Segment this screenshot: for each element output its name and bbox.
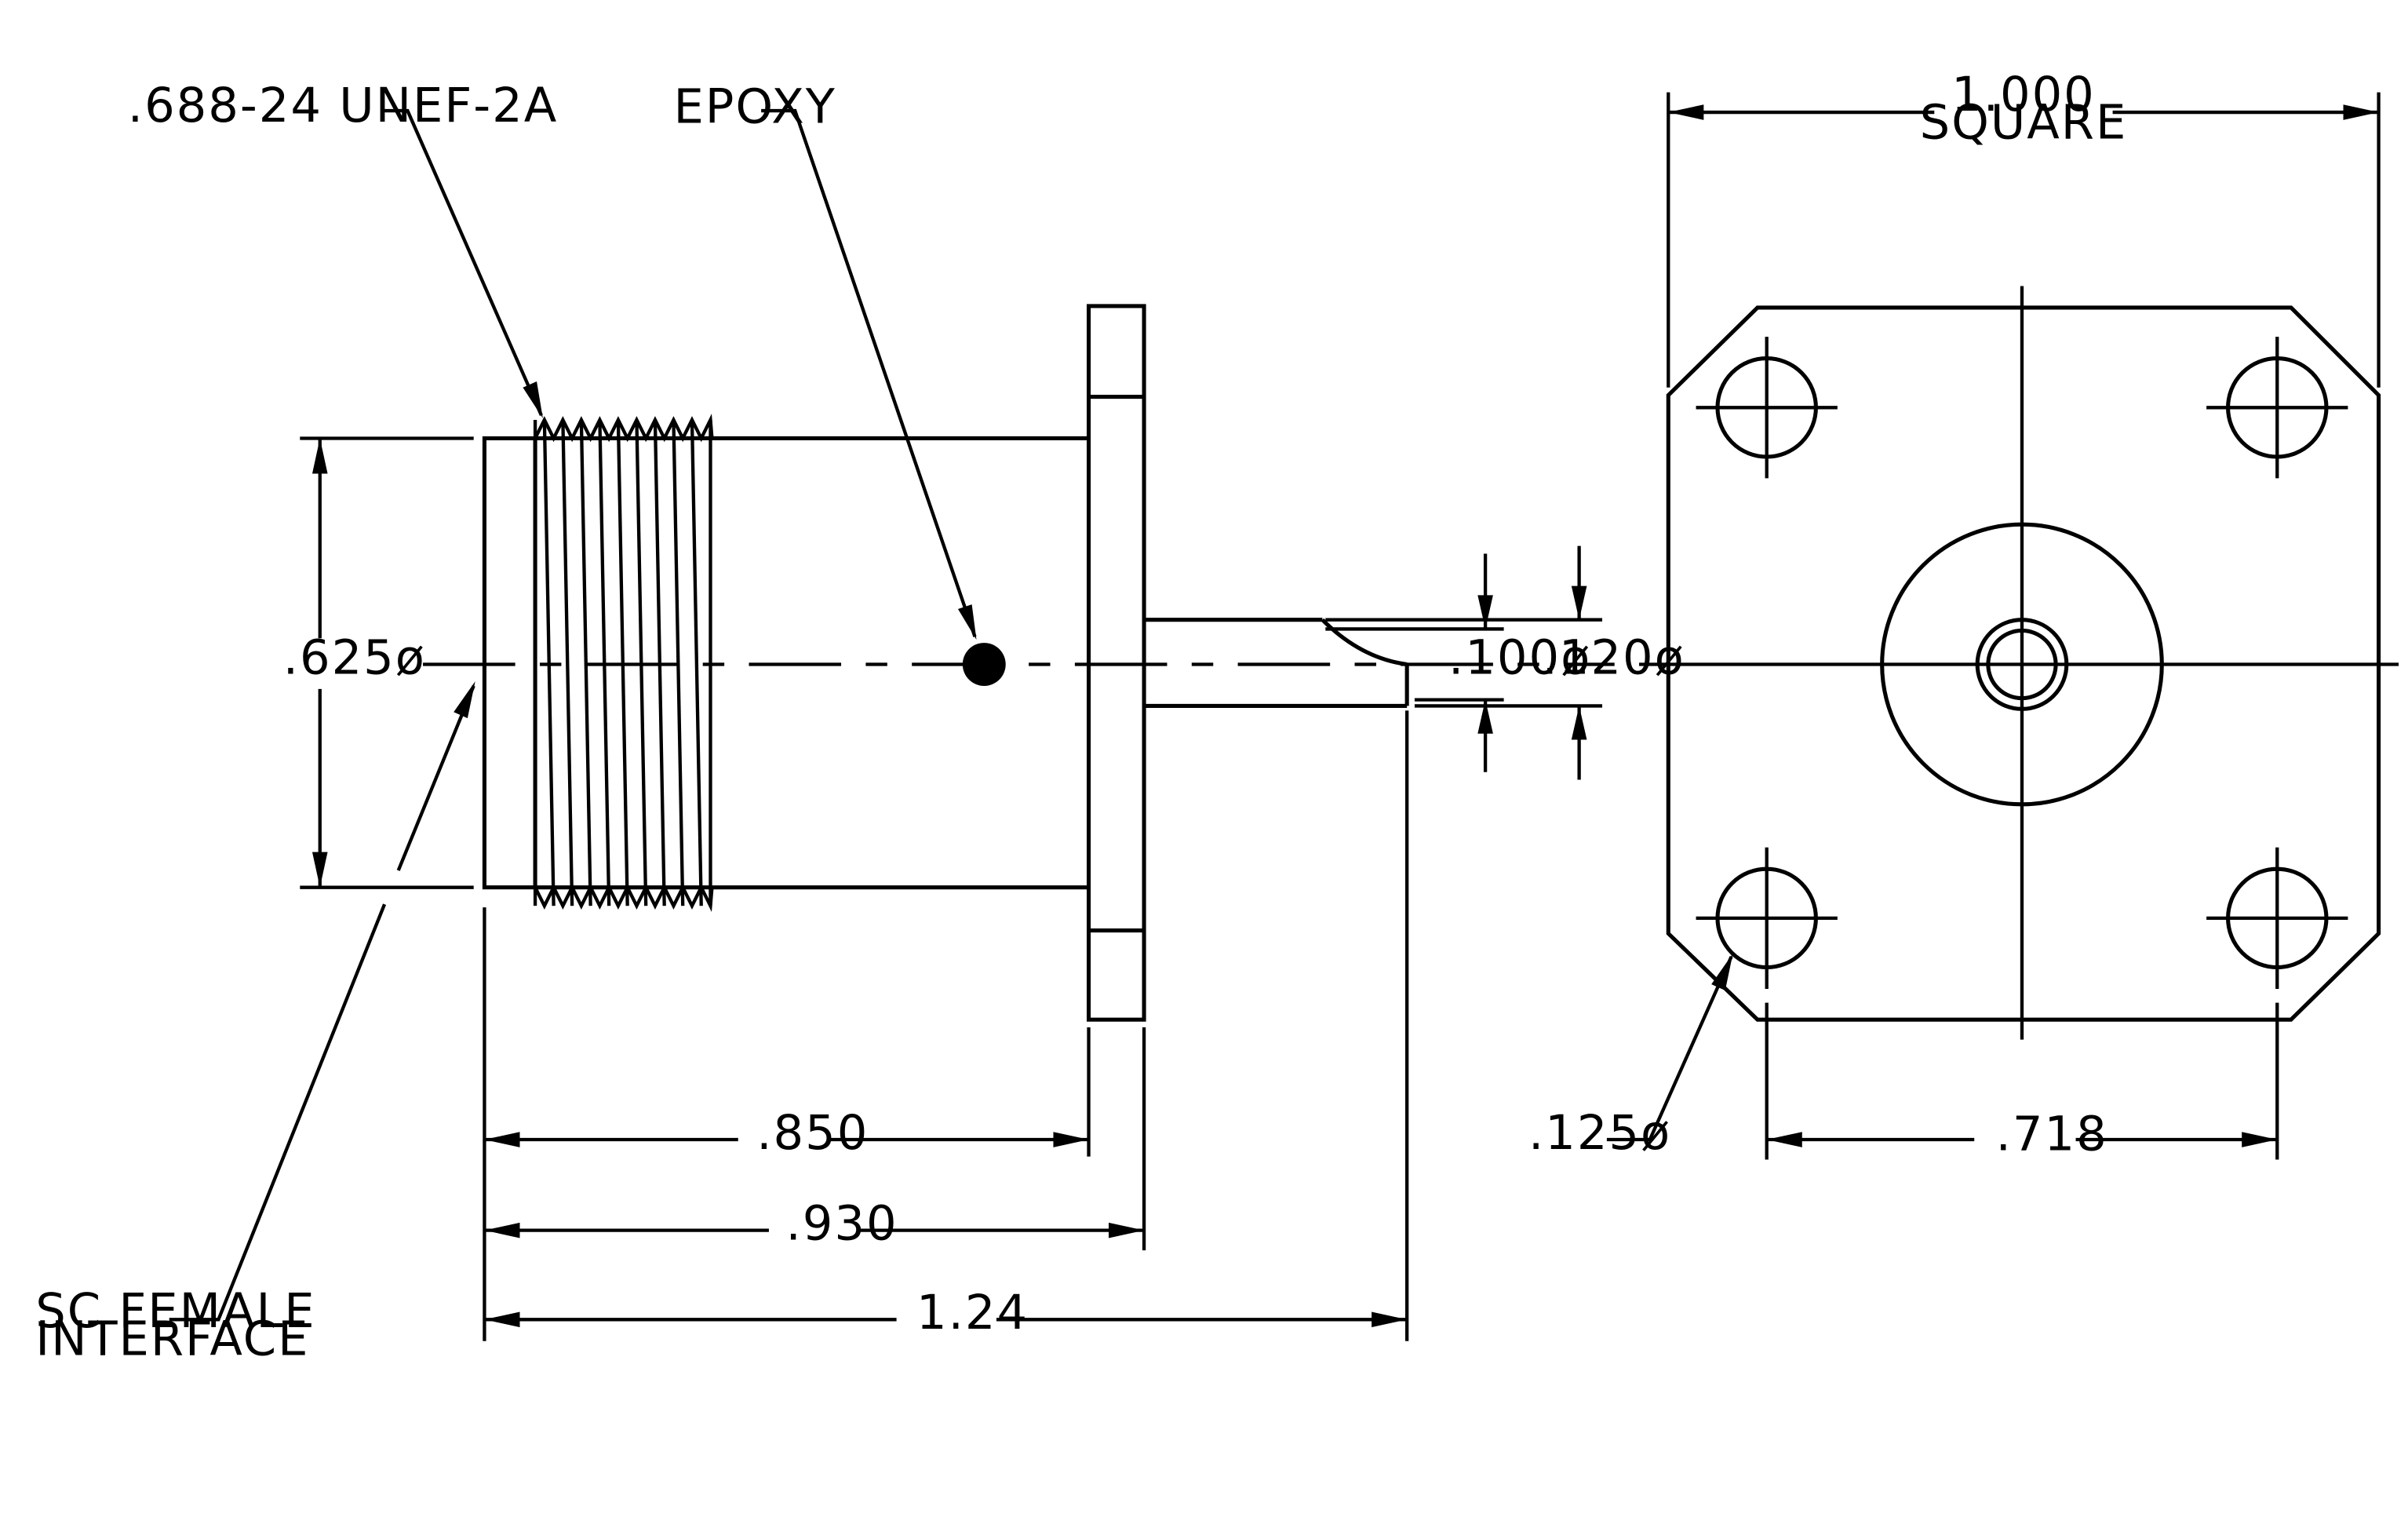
pin-diameter-120-label: .120ø: [1543, 630, 1685, 685]
side-view: [169, 108, 1615, 1341]
pin-dim-lines: [1325, 545, 1603, 780]
thread-spec-label: .688-24 UNEF-2A: [128, 78, 558, 133]
hole-spacing-dim: [1765, 1002, 2279, 1160]
flange-outline: [1666, 305, 2381, 1022]
pin-outer-ring: [1975, 618, 2069, 711]
thread-section: [533, 414, 714, 913]
mount-hole-tl: [1696, 337, 1838, 479]
dim-930-label: .930: [786, 1196, 898, 1251]
hole-diameter-label: .125ø: [1528, 1106, 1671, 1161]
leaders-side: [169, 108, 977, 1322]
hole-dia-leader: [1606, 953, 1733, 1142]
epoxy-dot: [962, 643, 1006, 686]
length-dims: [483, 710, 1409, 1341]
body-dia-dim: [300, 436, 474, 889]
pin-inner-ring: [1986, 628, 2058, 701]
sc-female-label: SC FEMALE: [35, 1284, 315, 1339]
front-view: [1606, 92, 2399, 1160]
labels: .688-24 UNEF-2A EPOXY .625ø SC FEMALE IN…: [35, 67, 2128, 1366]
epoxy-label: EPOXY: [673, 80, 836, 135]
flange-side: [1086, 304, 1146, 1022]
flange-square-label: SQUARE: [1920, 95, 2128, 150]
body-diameter-label: .625ø: [283, 630, 426, 685]
hole-spacing-label: .718: [1996, 1107, 2108, 1162]
pin-diameter-100-label: .100ø: [1448, 630, 1591, 685]
square-dim: [1667, 92, 2381, 388]
flange-size-label: 1.000: [1951, 67, 2096, 122]
center-boss: [1880, 522, 2164, 807]
mount-hole-bl: [1696, 847, 1838, 989]
mount-hole-br: [2206, 847, 2348, 989]
mount-hole-tr: [2206, 337, 2348, 479]
interface-label: INTERFACE: [35, 1311, 309, 1366]
dim-124-label: 1.24: [916, 1286, 1029, 1340]
dim-850-label: .850: [756, 1106, 869, 1161]
